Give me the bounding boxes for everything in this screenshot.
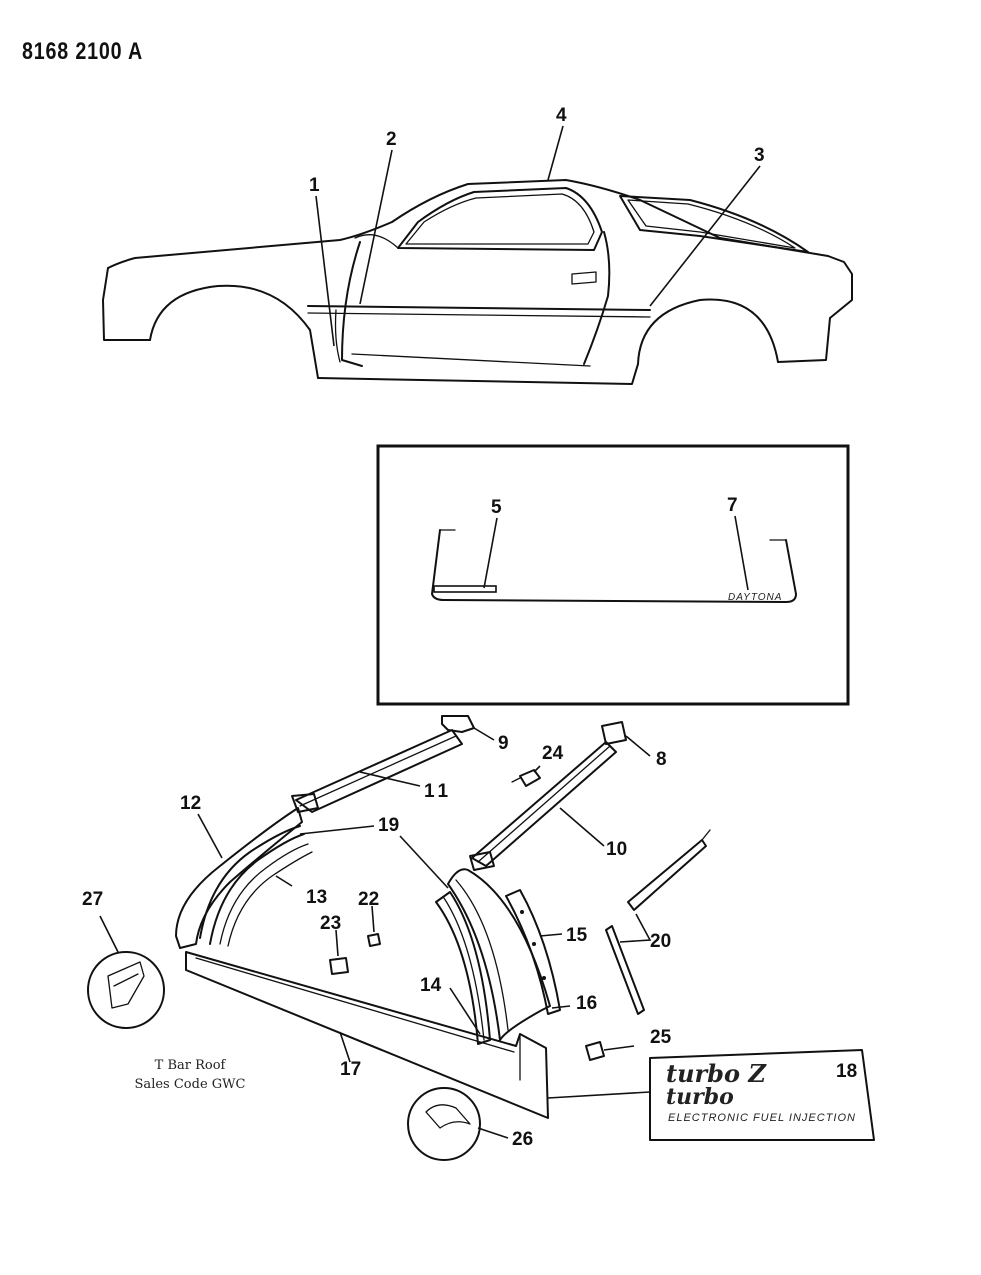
callout-22: 22: [358, 889, 380, 910]
inset-box: [376, 444, 850, 706]
callout-12: 12: [180, 793, 202, 814]
callout-9: 9: [498, 733, 509, 754]
callout-7: 7: [727, 495, 738, 516]
option-note-line2: Sales Code GWC: [134, 1077, 246, 1092]
callout-26: 26: [512, 1129, 534, 1150]
callout-14: 14: [420, 975, 442, 996]
document-id: 8168 2100 A: [22, 38, 144, 65]
decal-turbo-z: turbo Z: [666, 1059, 766, 1088]
callout-13: 13: [306, 887, 328, 908]
callout-11: 11: [424, 781, 453, 802]
option-note: T Bar Roof Sales Code GWC: [110, 1056, 270, 1094]
callout-2: 2: [386, 129, 397, 150]
decal-efi: ELECTRONIC FUEL INJECTION: [668, 1112, 856, 1124]
callout-1: 1: [309, 175, 320, 196]
callout-25: 25: [650, 1027, 672, 1048]
callout-15: 15: [566, 925, 588, 946]
callout-16: 16: [576, 993, 598, 1014]
callout-18: 18: [836, 1061, 858, 1082]
callout-24: 24: [542, 743, 564, 764]
callout-17: 17: [340, 1059, 362, 1080]
decal-turbo: turbo: [666, 1084, 734, 1110]
callout-4: 4: [556, 105, 567, 126]
option-note-line1: T Bar Roof: [154, 1058, 226, 1073]
exploded-parts: [87, 715, 875, 1161]
callout-10: 10: [606, 839, 628, 860]
callout-23: 23: [320, 913, 342, 934]
callout-3: 3: [754, 145, 765, 166]
daytona-emblem: DAYTONA: [728, 592, 783, 603]
callout-27: 27: [82, 889, 104, 910]
callout-8: 8: [656, 749, 667, 770]
callout-19: 19: [378, 815, 400, 836]
car-side-view: [102, 125, 853, 385]
callout-5: 5: [491, 497, 502, 518]
callout-20: 20: [650, 931, 672, 952]
